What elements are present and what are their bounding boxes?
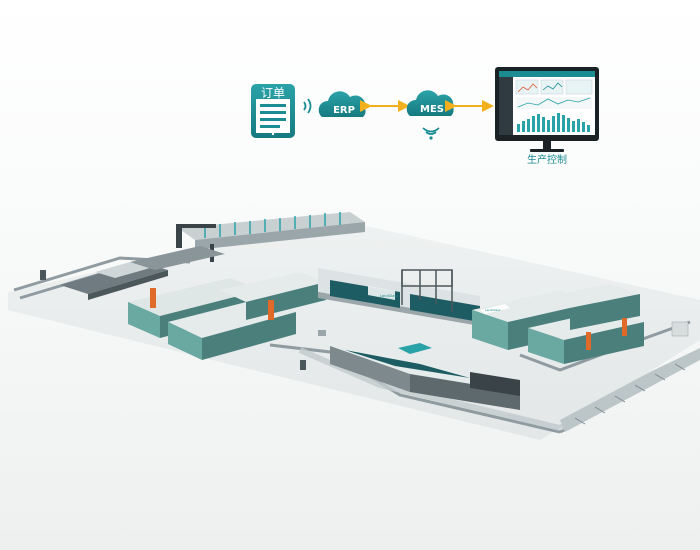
monitor-dashboard-icon [495,67,599,152]
monitor-caption: 生产控制 [527,153,567,166]
erp-label: ERP [333,105,355,116]
erp-cloud-icon [318,91,366,117]
order-label: 订单 [261,86,285,100]
brand-label-right: LandGlass [485,308,501,312]
wireless-wave-icon [303,98,312,114]
factory-floor-illustration: LandGlass [8,212,700,440]
brand-label-center: LandGlass [380,294,398,298]
order-tablet-icon [251,84,295,138]
signal-wave-icon [422,127,440,140]
mes-cloud-icon [406,90,454,116]
mes-label: MES [420,104,444,115]
